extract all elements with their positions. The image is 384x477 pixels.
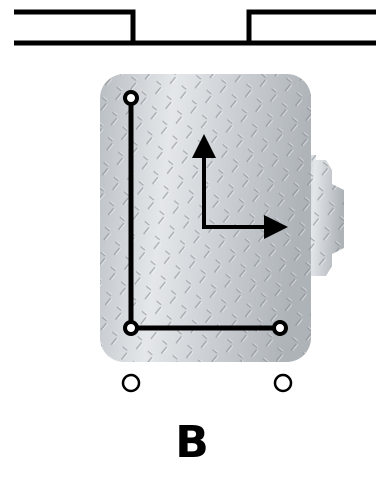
joint-corner bbox=[123, 320, 139, 336]
support-point-left bbox=[121, 373, 141, 393]
support-point-right bbox=[273, 373, 293, 393]
joint-right bbox=[272, 320, 288, 336]
figure-label: B bbox=[175, 417, 209, 468]
arrowhead-up-icon bbox=[192, 134, 216, 158]
arrowhead-right-icon bbox=[264, 215, 288, 239]
joint-top bbox=[123, 90, 139, 106]
rail-track bbox=[14, 9, 376, 46]
axis-arrows bbox=[192, 134, 288, 239]
frame-lines bbox=[128, 98, 280, 331]
